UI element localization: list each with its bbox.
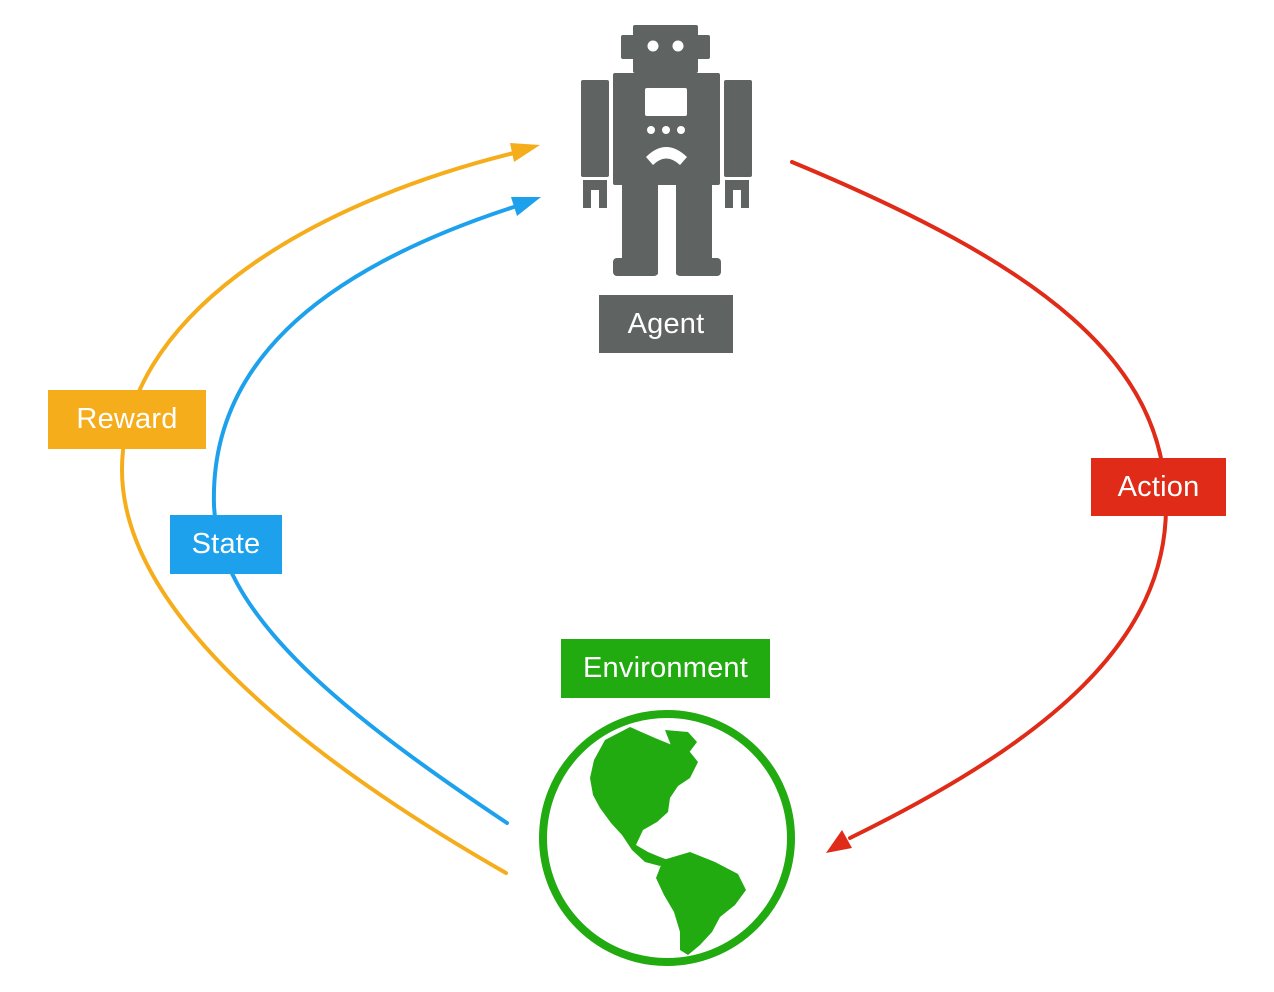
globe-outline — [539, 710, 795, 966]
robot-face-details — [645, 40, 687, 165]
state-label: State — [170, 515, 282, 574]
action-arrowhead — [826, 830, 852, 853]
agent-label: Agent — [599, 295, 733, 353]
reward-arrowhead — [510, 143, 540, 162]
state-arrow — [211, 197, 541, 825]
action-label: Action — [1091, 458, 1226, 516]
robot-icon — [581, 25, 752, 276]
state-arrow-line — [211, 203, 522, 825]
greenland-landmass — [665, 730, 697, 754]
reward-arrow-line — [119, 150, 520, 875]
north-america-landmass — [590, 727, 698, 866]
globe-icon — [539, 710, 795, 966]
south-america-landmass — [656, 852, 746, 955]
reward-label: Reward — [48, 390, 206, 449]
state-arrowhead — [511, 197, 541, 216]
environment-label: Environment — [561, 639, 770, 698]
reward-arrow — [119, 143, 540, 875]
